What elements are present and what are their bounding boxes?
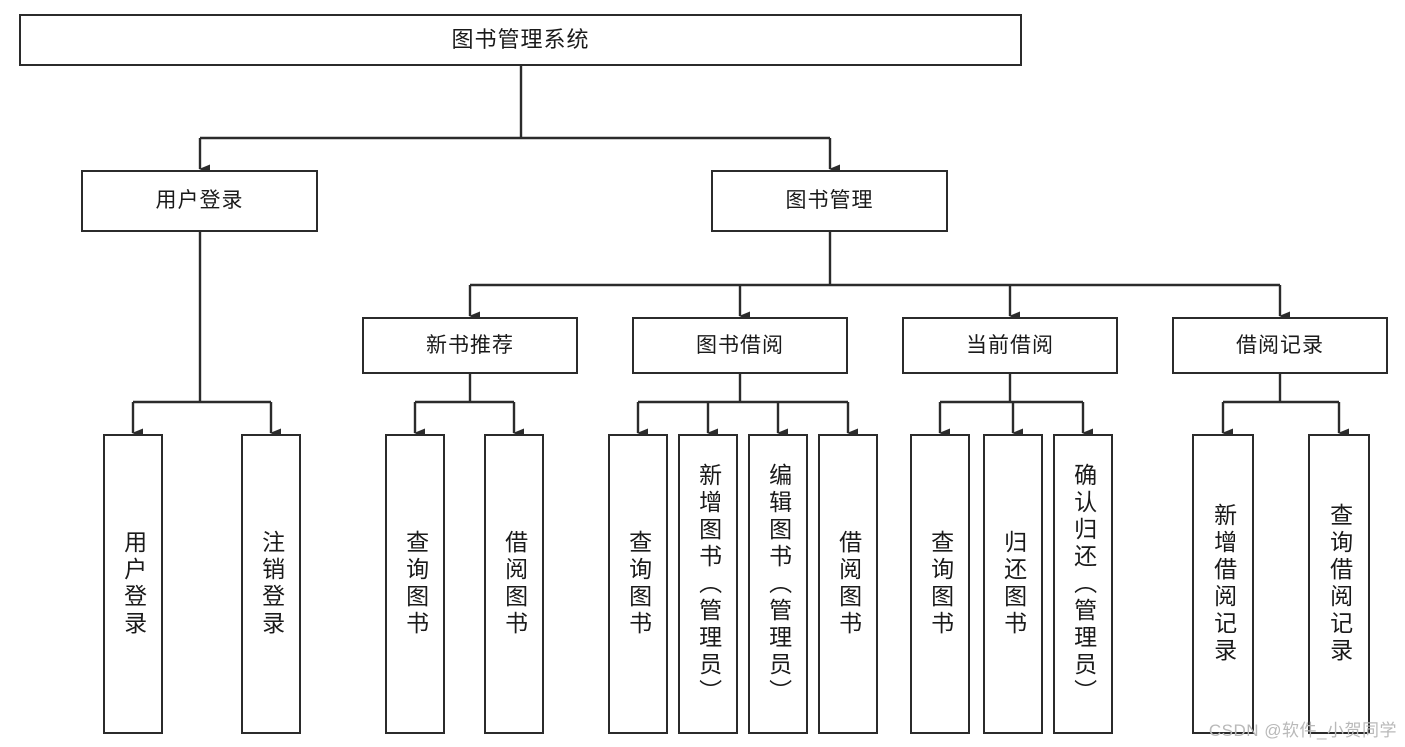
node-borrow-1[interactable]: 查询图书 [608,434,668,734]
node-newbook-1[interactable]: 查询图书 [385,434,445,734]
node-current-2[interactable]: 归还图书 [983,434,1043,734]
node-current-1[interactable]: 查询图书 [910,434,970,734]
node-current[interactable]: 当前借阅 [902,317,1118,374]
node-label: 注销登录 [258,530,285,638]
node-label: 查询借阅记录 [1326,503,1353,665]
node-records-1[interactable]: 新增借阅记录 [1192,434,1254,734]
node-label: 当前借阅 [966,333,1054,357]
node-records[interactable]: 借阅记录 [1172,317,1388,374]
node-login[interactable]: 用户登录 [81,170,318,232]
node-label: 查询图书 [625,530,652,638]
node-borrow-2[interactable]: 新增图书（管理员） [678,434,738,734]
node-newbook-2[interactable]: 借阅图书 [484,434,544,734]
node-bookmgmt[interactable]: 图书管理 [711,170,948,232]
node-login-2[interactable]: 注销登录 [241,434,301,734]
node-root[interactable]: 图书管理系统 [19,14,1022,66]
node-label: 图书管理 [785,189,874,213]
node-label: 用户登录 [155,189,244,213]
node-borrow-4[interactable]: 借阅图书 [818,434,878,734]
node-records-2[interactable]: 查询借阅记录 [1308,434,1370,734]
node-label: 用户登录 [120,530,147,638]
node-label: 新增借阅记录 [1210,503,1237,665]
node-login-1[interactable]: 用户登录 [103,434,163,734]
node-label: 借阅记录 [1236,333,1324,357]
node-current-3[interactable]: 确认归还（管理员） [1053,434,1113,734]
node-label: 借阅图书 [501,530,528,638]
node-borrow[interactable]: 图书借阅 [632,317,848,374]
node-label: 查询图书 [927,530,954,638]
node-borrow-3[interactable]: 编辑图书（管理员） [748,434,808,734]
node-label: 图书借阅 [696,333,784,357]
node-label: 新书推荐 [426,333,514,357]
node-label: 归还图书 [1000,530,1027,638]
watermark-text: CSDN @软件_小贺同学 [1208,721,1397,740]
node-label: 查询图书 [402,530,429,638]
node-newbook[interactable]: 新书推荐 [362,317,578,374]
node-label: 借阅图书 [835,530,862,638]
node-label: 新增图书（管理员） [695,462,722,706]
node-label: 确认归还（管理员） [1070,462,1097,706]
node-label: 图书管理系统 [451,26,590,52]
node-label: 编辑图书（管理员） [765,462,792,706]
